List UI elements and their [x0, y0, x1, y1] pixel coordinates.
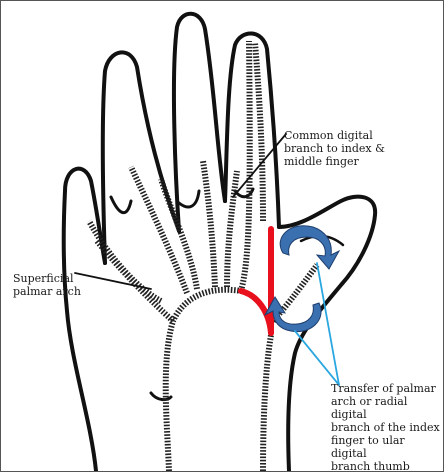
superficial-palmar-arch-label: Superficial palmar arch: [13, 272, 123, 298]
middle-finger-outline: [174, 14, 225, 231]
rotation-arrow-top: [280, 226, 339, 269]
index-ulnar-digital: [255, 43, 263, 221]
branch-index-radial: [241, 41, 250, 291]
common-digital-branch-label: Common digital branch to index & middle …: [284, 129, 424, 168]
pointer-line-2: [317, 263, 339, 385]
branch-middle-2: [227, 171, 237, 287]
branch-middle: [203, 161, 215, 287]
ring-finger-outline: [103, 52, 179, 263]
transfer-label: Transfer of palmar arch or radial digita…: [331, 382, 443, 473]
pointer-line-1: [295, 331, 339, 385]
main-nerve-left: [166, 290, 241, 471]
main-nerve-right: [263, 335, 271, 471]
nerve-branches: [89, 41, 317, 471]
little-finger-outline: [64, 169, 105, 471]
